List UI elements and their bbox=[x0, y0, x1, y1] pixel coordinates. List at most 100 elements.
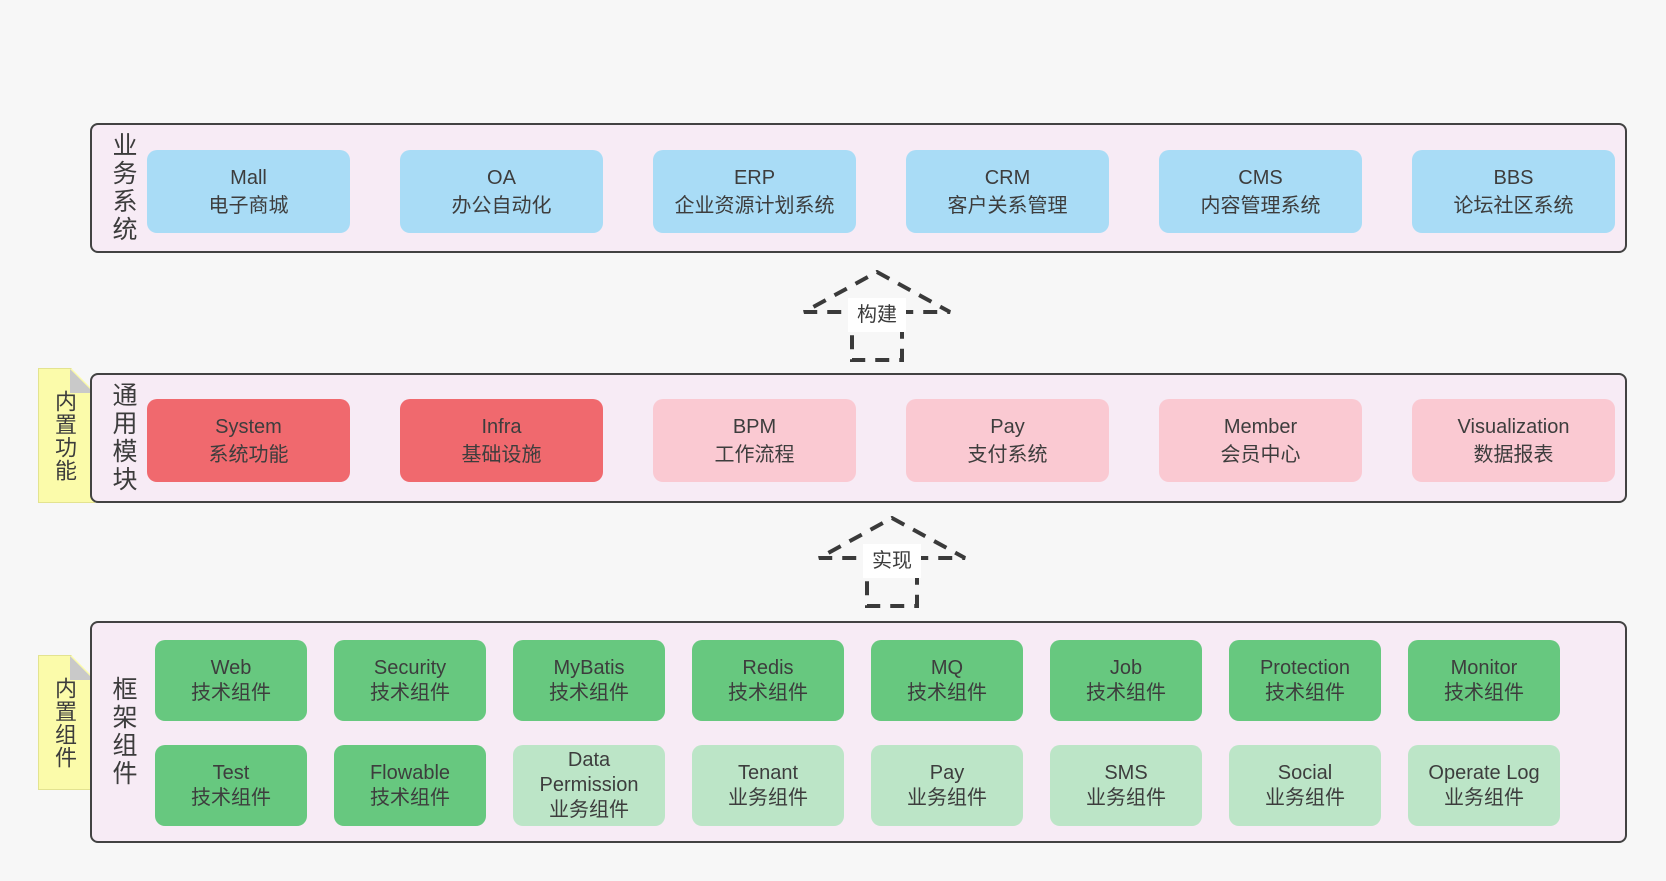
note-builtin-components-text: 内置组件 bbox=[52, 676, 77, 769]
box-mall-name: Mall bbox=[230, 166, 267, 189]
box-sms: SMS 业务组件 bbox=[1050, 745, 1202, 826]
box-mall: Mall 电子商城 bbox=[147, 150, 350, 233]
box-web-desc: 技术组件 bbox=[191, 681, 271, 704]
box-mall-desc: 电子商城 bbox=[208, 194, 289, 217]
box-bpm-desc: 工作流程 bbox=[714, 443, 795, 466]
box-bbs-name: BBS bbox=[1493, 166, 1534, 189]
box-web-name: Web bbox=[210, 656, 252, 679]
modules-boxes-row: System 系统功能 Infra 基础设施 BPM 工作流程 Pay 支付系统… bbox=[147, 399, 1615, 482]
box-visualization: Visualization 数据报表 bbox=[1412, 399, 1615, 482]
box-tenant-desc: 业务组件 bbox=[728, 786, 808, 809]
box-data-permission: Data Permission 业务组件 bbox=[513, 745, 665, 826]
framework-boxes-row1: Web 技术组件 Security 技术组件 MyBatis 技术组件 Redi… bbox=[155, 640, 1560, 721]
box-mq-desc: 技术组件 bbox=[907, 681, 987, 704]
box-flowable: Flowable 技术组件 bbox=[334, 745, 486, 826]
box-protection-name: Protection bbox=[1259, 656, 1351, 679]
box-infra-desc: 基础设施 bbox=[461, 443, 542, 466]
box-mq: MQ 技术组件 bbox=[871, 640, 1023, 721]
build-arrow-label: 构建 bbox=[848, 298, 906, 332]
box-security-desc: 技术组件 bbox=[370, 681, 450, 704]
box-social: Social 业务组件 bbox=[1229, 745, 1381, 826]
box-oa-name: OA bbox=[487, 166, 516, 189]
box-sms-desc: 业务组件 bbox=[1086, 786, 1166, 809]
box-infra: Infra 基础设施 bbox=[400, 399, 603, 482]
box-data-permission-desc: 业务组件 bbox=[549, 799, 629, 821]
box-erp-desc: 企业资源计划系统 bbox=[674, 194, 835, 217]
box-visualization-name: Visualization bbox=[1457, 415, 1570, 438]
box-web: Web 技术组件 bbox=[155, 640, 307, 721]
box-job: Job 技术组件 bbox=[1050, 640, 1202, 721]
box-member-desc: 会员中心 bbox=[1220, 443, 1301, 466]
box-protection-desc: 技术组件 bbox=[1265, 681, 1345, 704]
box-operate-log-name: Operate Log bbox=[1428, 761, 1540, 784]
box-crm-desc: 客户关系管理 bbox=[947, 194, 1068, 217]
implement-arrow-label: 实现 bbox=[863, 544, 921, 578]
box-test-desc: 技术组件 bbox=[191, 786, 271, 809]
layer-business-systems: 业务系统 Mall 电子商城 OA 办公自动化 ERP 企业资源计划系统 CRM… bbox=[90, 123, 1627, 253]
box-system-name: System bbox=[215, 415, 282, 438]
layer-common-modules: 通用模块 System 系统功能 Infra 基础设施 BPM 工作流程 Pay… bbox=[90, 373, 1627, 503]
box-test-name: Test bbox=[212, 761, 250, 784]
note-builtin-components: 内置组件 bbox=[38, 655, 95, 790]
box-erp: ERP 企业资源计划系统 bbox=[653, 150, 856, 233]
box-mybatis-name: MyBatis bbox=[553, 656, 625, 679]
box-cms: CMS 内容管理系统 bbox=[1159, 150, 1362, 233]
box-tenant-name: Tenant bbox=[737, 761, 799, 784]
business-layer-label: 业务系统 bbox=[109, 132, 137, 244]
box-crm-name: CRM bbox=[984, 166, 1031, 189]
box-monitor: Monitor 技术组件 bbox=[1408, 640, 1560, 721]
box-visualization-desc: 数据报表 bbox=[1473, 443, 1554, 466]
box-oa-desc: 办公自动化 bbox=[451, 194, 552, 217]
build-arrow bbox=[802, 270, 952, 362]
box-protection: Protection 技术组件 bbox=[1229, 640, 1381, 721]
implement-arrow bbox=[817, 516, 967, 608]
box-pay-module-name: Pay bbox=[990, 415, 1025, 438]
box-security: Security 技术组件 bbox=[334, 640, 486, 721]
box-security-name: Security bbox=[373, 656, 447, 679]
framework-boxes-row2: Test 技术组件 Flowable 技术组件 Data Permission … bbox=[155, 745, 1560, 826]
box-pay-component-name: Pay bbox=[929, 761, 965, 784]
box-pay-component-desc: 业务组件 bbox=[907, 786, 987, 809]
box-crm: CRM 客户关系管理 bbox=[906, 150, 1109, 233]
box-oa: OA 办公自动化 bbox=[400, 150, 603, 233]
box-pay-module-desc: 支付系统 bbox=[967, 443, 1048, 466]
business-boxes-row: Mall 电子商城 OA 办公自动化 ERP 企业资源计划系统 CRM 客户关系… bbox=[147, 150, 1615, 233]
build-arrow-icon bbox=[803, 270, 951, 362]
box-social-name: Social bbox=[1277, 761, 1333, 784]
box-sms-name: SMS bbox=[1104, 761, 1148, 784]
box-tenant: Tenant 业务组件 bbox=[692, 745, 844, 826]
box-bbs: BBS 论坛社区系统 bbox=[1412, 150, 1615, 233]
box-mybatis-desc: 技术组件 bbox=[549, 681, 629, 704]
box-pay-module: Pay 支付系统 bbox=[906, 399, 1109, 482]
box-monitor-desc: 技术组件 bbox=[1444, 681, 1524, 704]
box-monitor-name: Monitor bbox=[1450, 656, 1518, 679]
box-system: System 系统功能 bbox=[147, 399, 350, 482]
layer-framework-components: 框架组件 Web 技术组件 Security 技术组件 MyBatis 技术组件… bbox=[90, 621, 1627, 843]
box-flowable-desc: 技术组件 bbox=[370, 786, 450, 809]
box-redis-desc: 技术组件 bbox=[728, 681, 808, 704]
framework-layer-label: 框架组件 bbox=[109, 676, 137, 788]
box-job-name: Job bbox=[1109, 656, 1143, 679]
box-bbs-desc: 论坛社区系统 bbox=[1453, 194, 1574, 217]
box-mq-name: MQ bbox=[930, 656, 964, 679]
box-cms-name: CMS bbox=[1238, 166, 1283, 189]
box-system-desc: 系统功能 bbox=[208, 443, 289, 466]
box-cms-desc: 内容管理系统 bbox=[1200, 194, 1321, 217]
box-operate-log: Operate Log 业务组件 bbox=[1408, 745, 1560, 826]
implement-arrow-icon bbox=[818, 516, 966, 608]
box-bpm-name: BPM bbox=[732, 415, 777, 438]
box-redis: Redis 技术组件 bbox=[692, 640, 844, 721]
box-redis-name: Redis bbox=[742, 656, 794, 679]
box-operate-log-desc: 业务组件 bbox=[1444, 786, 1524, 809]
box-social-desc: 业务组件 bbox=[1265, 786, 1345, 809]
box-flowable-name: Flowable bbox=[369, 761, 451, 784]
box-member: Member 会员中心 bbox=[1159, 399, 1362, 482]
box-pay-component: Pay 业务组件 bbox=[871, 745, 1023, 826]
box-test: Test 技术组件 bbox=[155, 745, 307, 826]
note-builtin-features: 内置功能 bbox=[38, 368, 95, 503]
box-infra-name: Infra bbox=[481, 415, 522, 438]
box-data-permission-name: Data Permission bbox=[539, 749, 639, 796]
box-member-name: Member bbox=[1223, 415, 1298, 438]
box-bpm: BPM 工作流程 bbox=[653, 399, 856, 482]
